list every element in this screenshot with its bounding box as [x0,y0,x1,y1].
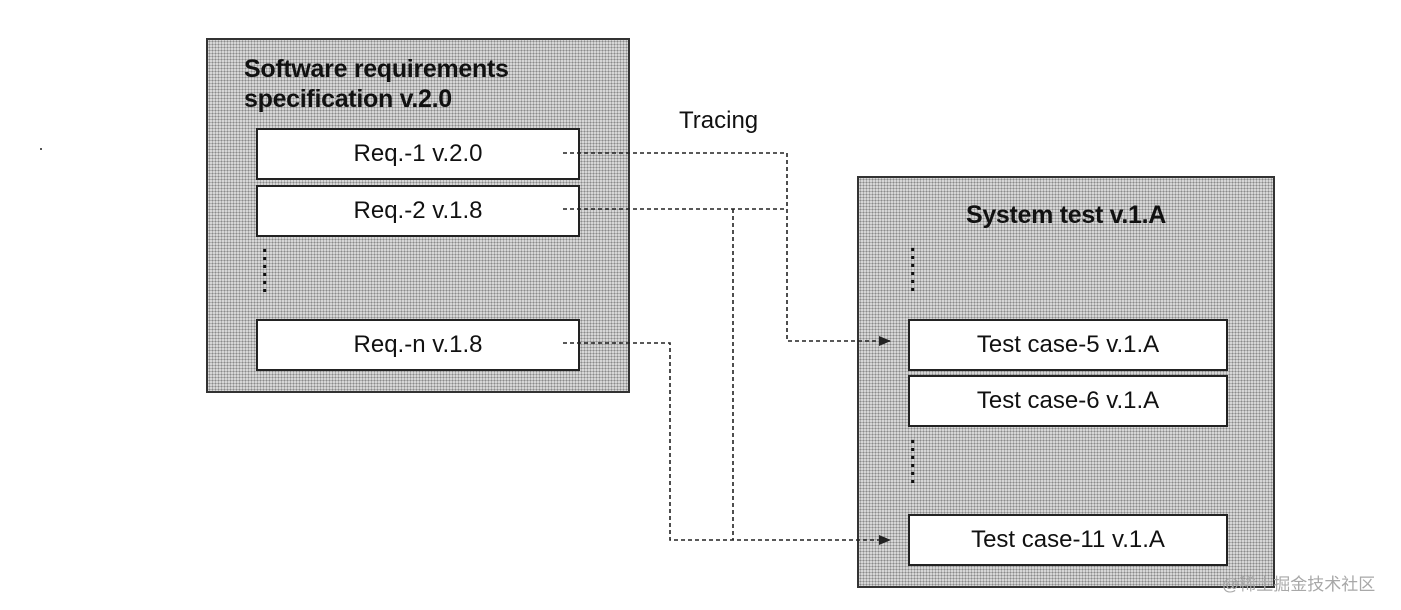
ellipsis-dots: ::: [909,239,917,296]
test-case-box-11: Test case-11 v.1.A [908,514,1228,566]
test-case-box-6: Test case-6 v.1.A [908,375,1228,427]
srs-panel: Software requirements specification v.2.… [206,38,630,393]
requirement-box-n: Req.-n v.1.8 [256,319,580,371]
stray-mark [40,148,42,150]
requirement-box-2: Req.-2 v.1.8 [256,185,580,237]
system-test-title: System test v.1.A [965,201,1167,229]
srs-title: Software requirements specification v.2.… [244,55,509,113]
ellipsis-dots: ::: [261,240,269,297]
ellipsis-dots: ::: [909,431,917,488]
system-test-panel: System test v.1.A ::: Test case-5 v.1.A … [857,176,1275,588]
watermark: @稀土掘金技术社区 [1222,575,1376,594]
tracing-label: Tracing [679,107,759,134]
requirement-box-1: Req.-1 v.2.0 [256,128,580,180]
test-case-box-5: Test case-5 v.1.A [908,319,1228,371]
trace-link-req1-tc5 [563,152,891,346]
trace-link-reqn-tc11 [563,342,891,545]
